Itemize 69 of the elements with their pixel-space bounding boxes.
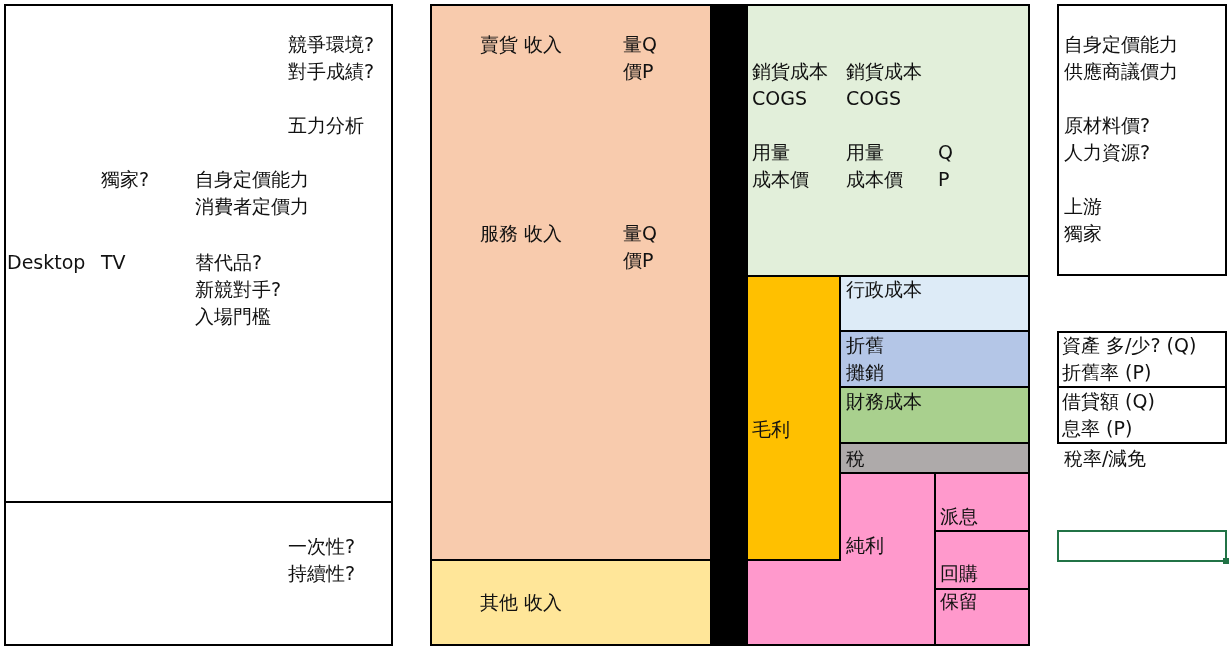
analysis-panel (4, 501, 393, 646)
expense-block (839, 386, 1030, 444)
block-label: 稅 (846, 446, 865, 470)
separator-bar (711, 4, 748, 646)
block-label: 純利 (846, 533, 884, 557)
block-label: COGS (846, 86, 901, 110)
note-panel (1057, 386, 1227, 444)
note-text: 競爭環境? (288, 32, 375, 56)
block-label: 其他 收入 (480, 590, 563, 614)
note-text: 自身定價能力 (1064, 32, 1178, 56)
note-text: 入場門檻 (195, 304, 271, 328)
block-label: P (938, 167, 950, 191)
expense-block (839, 275, 1030, 332)
note-text: 折舊率 (P) (1062, 360, 1152, 384)
allocation-block (934, 530, 1030, 590)
note-text: 借貸額 (Q) (1062, 389, 1155, 413)
note-text: 對手成績? (288, 59, 375, 83)
tax-block (839, 442, 1030, 474)
note-text: 人力資源? (1064, 140, 1151, 164)
block-label: 量Q (623, 32, 657, 56)
note-text: 五力分析 (288, 113, 364, 137)
block-label: 價P (623, 59, 654, 83)
profit-block (746, 275, 841, 561)
expense-block (839, 330, 1030, 388)
note-text: 消費者定價力 (195, 194, 309, 218)
block-label: 銷貨成本 (752, 59, 828, 83)
block-label: Q (938, 140, 953, 164)
block-label: 毛利 (752, 417, 790, 441)
block-label: 成本價 (752, 167, 809, 191)
block-label: 派息 (940, 504, 978, 528)
block-label: 保留 (940, 589, 978, 613)
note-text: 獨家 (1064, 221, 1102, 245)
note-text: 獨家? (101, 167, 150, 191)
note-panel (1057, 4, 1227, 276)
note-text: 上游 (1064, 194, 1102, 218)
profit-block (746, 472, 936, 646)
note-text: 一次性? (288, 534, 356, 558)
block-label: 價P (623, 248, 654, 272)
block-label: COGS (752, 86, 807, 110)
note-text: 供應商議價力 (1064, 59, 1178, 83)
note-text: 自身定價能力 (195, 167, 309, 191)
block-label: 賣貨 收入 (480, 32, 563, 56)
note-panel (1057, 331, 1227, 388)
block-label: 攤銷 (846, 360, 884, 384)
note-text: 資產 多/少? (Q) (1062, 333, 1197, 357)
revenue-block (430, 559, 712, 646)
analysis-panel (4, 4, 393, 503)
block-label: 服務 收入 (480, 221, 563, 245)
note-text: TV (101, 250, 126, 274)
cost-block (746, 4, 1030, 277)
revenue-block (430, 4, 712, 561)
block-label: 財務成本 (846, 389, 922, 413)
note-text: 持續性? (288, 561, 356, 585)
block-label: 回購 (940, 561, 978, 585)
block-label: 用量 (846, 140, 884, 164)
allocation-block (934, 472, 1030, 532)
note-text: Desktop (7, 250, 86, 274)
block-label: 行政成本 (846, 277, 922, 301)
note-text: 原材料價? (1064, 113, 1151, 137)
note-text: 稅率/減免 (1064, 446, 1147, 470)
note-text: 替代品? (195, 250, 263, 274)
allocation-block (934, 588, 1030, 646)
block-label: 成本價 (846, 167, 903, 191)
block-label: 量Q (623, 221, 657, 245)
block-label: 用量 (752, 140, 790, 164)
note-text: 息率 (P) (1062, 416, 1133, 440)
block-label: 銷貨成本 (846, 59, 922, 83)
note-text: 新競對手? (195, 277, 282, 301)
block-label: 折舊 (846, 333, 884, 357)
